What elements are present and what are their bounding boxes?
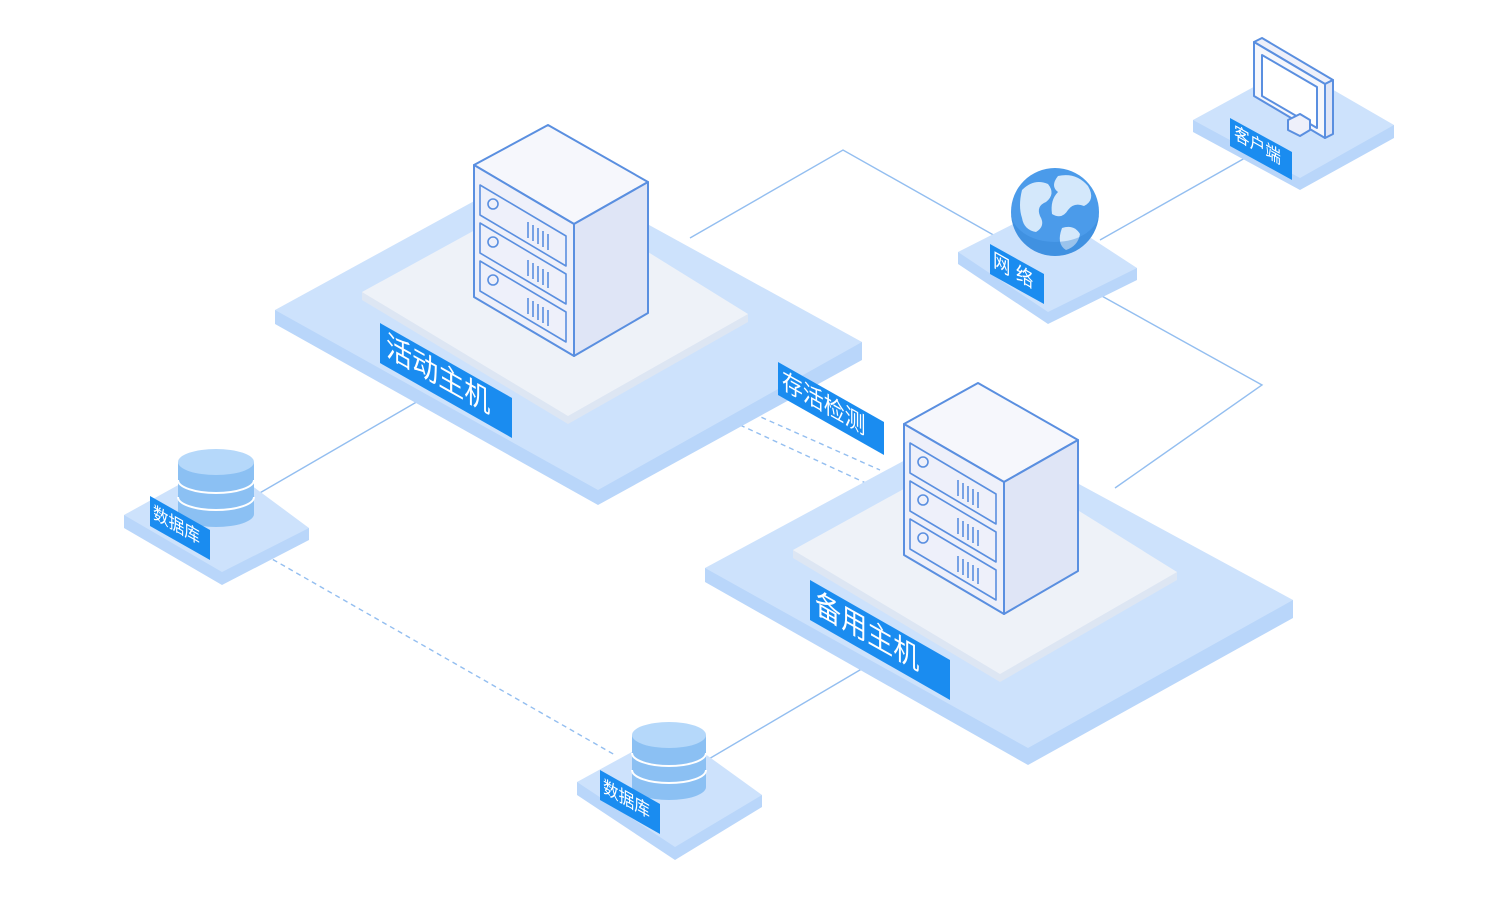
connection-lines xyxy=(257,149,1264,764)
db-left-node: 数据库 xyxy=(124,449,309,585)
line-db-replication xyxy=(264,554,616,756)
client-node: 客户端 xyxy=(1193,37,1394,190)
line-standby-to-db-bottom xyxy=(701,666,866,764)
line-network-to-standby xyxy=(1099,294,1264,489)
database-icon-left xyxy=(177,449,255,527)
line-active-to-db-left xyxy=(257,399,421,495)
database-icon-bottom xyxy=(631,722,707,800)
monitor-icon xyxy=(1253,37,1334,139)
line-heartbeat-2 xyxy=(739,424,871,486)
line-network-to-client xyxy=(1099,157,1246,241)
network-node: 网 络 xyxy=(958,168,1137,324)
active-server xyxy=(473,124,649,357)
standby-server xyxy=(903,382,1079,615)
line-active-to-network xyxy=(689,149,1021,251)
globe-icon xyxy=(1011,168,1099,256)
network-base xyxy=(958,208,1137,312)
db-bottom-node: 数据库 xyxy=(577,722,762,860)
line-heartbeat-1 xyxy=(744,409,881,471)
